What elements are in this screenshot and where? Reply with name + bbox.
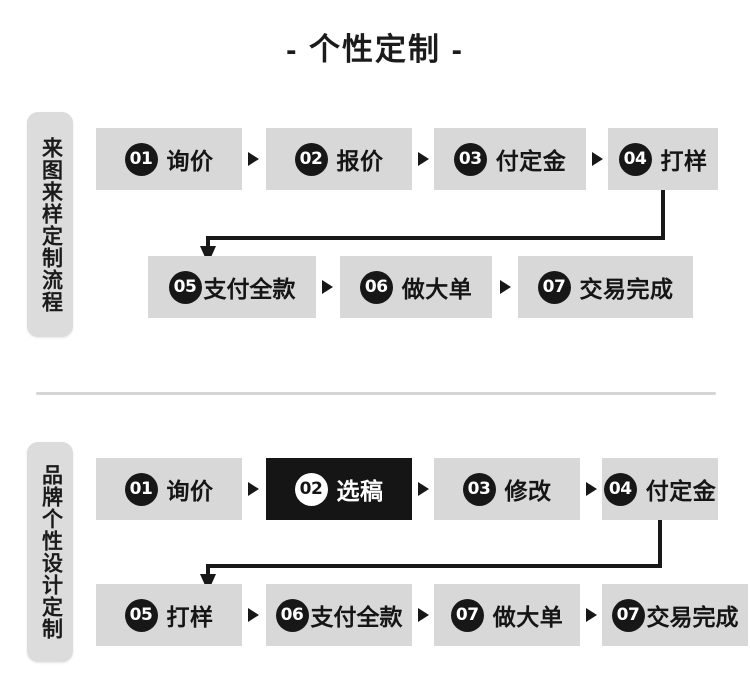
section-divider — [36, 392, 716, 395]
step-number-badge: 06 — [359, 270, 393, 304]
step-number-badge: 07 — [450, 598, 484, 632]
step-number-badge: 01 — [124, 472, 158, 506]
step-number-badge: 07 — [611, 598, 645, 632]
arrow-right-icon — [500, 280, 511, 294]
step-label: 修改 — [504, 478, 552, 504]
step-number-badge: 05 — [168, 270, 202, 304]
step-number-badge: 02 — [294, 142, 328, 176]
section-1-side-label-text: 来图来样定制流程 — [39, 136, 63, 313]
arrow-right-icon — [248, 482, 259, 496]
step-box-s2r2-07b[interactable]: 07 交易完成 — [602, 584, 748, 646]
step-label: 交易完成 — [646, 604, 739, 630]
step-number-badge: 01 — [124, 142, 158, 176]
section-brand-design-custom: 品牌个性设计定制 01 询价 02 选稿 03 修改 04 付定金 — [0, 440, 750, 665]
step-box-s2r2-05[interactable]: 05 打样 — [96, 584, 242, 646]
step-label: 交易完成 — [579, 276, 674, 302]
step-box-s1r2-05[interactable]: 05 支付全款 — [148, 256, 316, 318]
step-box-s2r2-06[interactable]: 06 支付全款 — [266, 584, 412, 646]
step-box-s1r2-07[interactable]: 07 交易完成 — [518, 256, 693, 318]
section-1-side-label: 来图来样定制流程 — [27, 112, 73, 337]
step-box-s2r1-01[interactable]: 01 询价 — [96, 458, 242, 520]
step-box-s1r2-06[interactable]: 06 做大单 — [340, 256, 492, 318]
step-label: 支付全款 — [203, 276, 296, 302]
section-2-side-label-text: 品牌个性设计定制 — [39, 464, 63, 640]
arrow-right-icon — [592, 152, 603, 166]
step-box-s1r1-01[interactable]: 01 询价 — [96, 128, 242, 190]
step-label: 做大单 — [492, 604, 564, 630]
step-number-badge: 07 — [537, 270, 571, 304]
step-label: 询价 — [166, 478, 214, 504]
page-title: - 个性定制 - — [286, 32, 464, 67]
step-box-s2r1-04[interactable]: 04 付定金 — [602, 458, 718, 520]
step-box-s1r1-02[interactable]: 02 报价 — [266, 128, 412, 190]
step-number-badge: 06 — [275, 598, 309, 632]
step-number-badge: 04 — [618, 142, 652, 176]
step-label: 选稿 — [336, 478, 384, 504]
step-box-s1r1-03[interactable]: 03 付定金 — [434, 128, 586, 190]
arrow-right-icon — [586, 608, 597, 622]
step-number-badge: 03 — [453, 142, 487, 176]
step-number-badge: 05 — [124, 598, 158, 632]
step-box-s1r1-04[interactable]: 04 打样 — [608, 128, 718, 190]
step-number-badge: 02 — [294, 472, 328, 506]
step-box-s2r2-07a[interactable]: 07 做大单 — [434, 584, 580, 646]
step-label: 付定金 — [645, 478, 717, 504]
arrow-right-icon — [248, 152, 259, 166]
step-label: 付定金 — [495, 148, 567, 174]
flow-connector-elbow-section-1 — [150, 190, 680, 266]
section-custom-by-sample: 来图来样定制流程 01 询价 02 报价 03 付定金 04 打样 — [0, 110, 750, 342]
step-number-badge: 03 — [462, 472, 496, 506]
arrow-right-icon — [418, 608, 429, 622]
arrow-right-icon — [248, 608, 259, 622]
step-box-s2r1-02-active[interactable]: 02 选稿 — [266, 458, 412, 520]
step-label: 询价 — [166, 148, 214, 174]
arrow-right-icon — [418, 482, 429, 496]
section-2-side-label: 品牌个性设计定制 — [27, 442, 73, 662]
step-number-badge: 04 — [603, 472, 637, 506]
arrow-right-icon — [322, 280, 333, 294]
step-label: 打样 — [166, 604, 214, 630]
step-label: 做大单 — [401, 276, 473, 302]
step-label: 打样 — [660, 148, 708, 174]
step-box-s2r1-03[interactable]: 03 修改 — [434, 458, 580, 520]
step-label: 报价 — [336, 148, 384, 174]
step-label: 支付全款 — [310, 604, 403, 630]
arrow-right-icon — [418, 152, 429, 166]
arrow-right-icon — [586, 482, 597, 496]
